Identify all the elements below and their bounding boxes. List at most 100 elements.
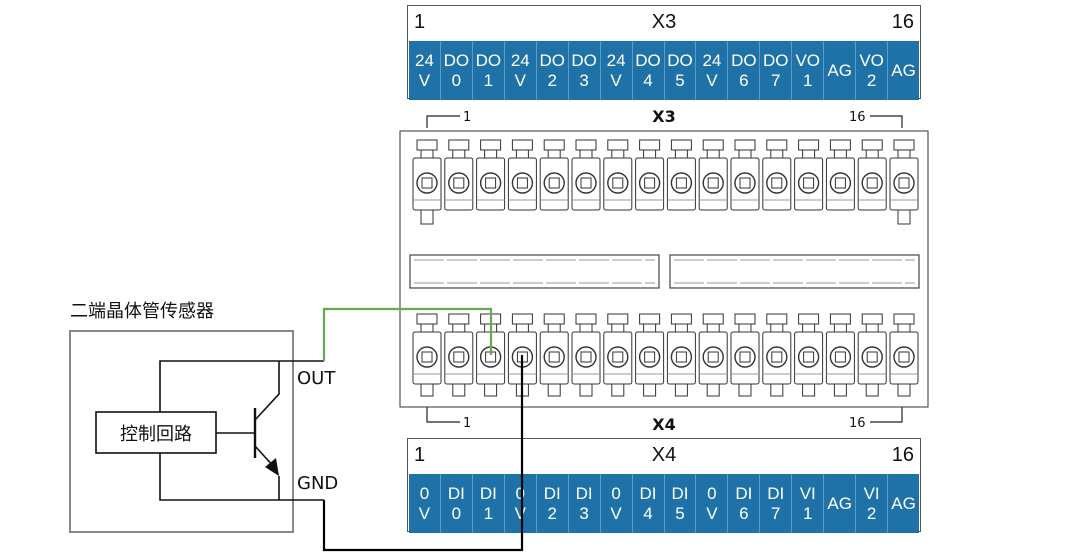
x3-pin-11-line-1: DO <box>731 50 757 70</box>
x3-pin-5-line-2: 2 <box>547 70 557 90</box>
x3-pin-7-line-2: V <box>610 70 622 90</box>
x3-pin-11-line-2: 6 <box>739 70 749 90</box>
x3-pin-6-line-2: 3 <box>579 70 589 90</box>
x4-pin-7-line-2: V <box>610 503 622 523</box>
top-bracket-first-pin: 1 <box>463 110 471 125</box>
x4-terminal-2 <box>444 313 474 397</box>
x4-pin-7-line-1: 0 <box>611 483 621 503</box>
x4-pin-13-line-1: VI <box>799 483 816 503</box>
bottom-bracket-first-pin: 1 <box>463 416 471 431</box>
x4-terminal-9 <box>666 313 696 397</box>
x4-terminal-13 <box>794 313 824 397</box>
x4-pin-12-line-2: 7 <box>771 503 781 523</box>
x3-pin-10-line-2: V <box>706 70 718 90</box>
terminal-top-label: X3 <box>652 107 675 126</box>
top-bracket-last-pin: 16 <box>849 110 866 125</box>
x3-terminal-4 <box>507 139 537 211</box>
gnd-label: GND <box>297 473 338 494</box>
sensor-bottom-wire <box>159 453 324 501</box>
x4-pin-3-line-2: 1 <box>483 503 494 523</box>
x3-pin-15-line-1: VO <box>859 50 884 70</box>
x4-header-top: 1 X4 16 <box>408 439 920 473</box>
x3-terminal-9 <box>666 139 696 211</box>
x3-terminal-11 <box>730 139 760 211</box>
x3-terminal-8 <box>635 139 665 211</box>
x3-pin-4-line-1: 24 <box>510 50 530 70</box>
x4-pin-11-line-1: DI <box>735 483 753 503</box>
x3-pin-12-line-2: 7 <box>771 70 781 90</box>
x4-pin-15-line-2: 2 <box>866 503 877 523</box>
out-wire-to-x4-di1 <box>322 307 493 361</box>
x3-pin-10-line-1: 24 <box>702 50 722 70</box>
bottom-bracket-last-pin: 16 <box>849 416 866 431</box>
x4-pin-16: AG <box>888 474 919 533</box>
x4-pin-9-line-1: DI <box>671 483 689 503</box>
x3-pin-1-line-2: V <box>418 70 431 90</box>
x3-pin-15-line-2: 2 <box>866 70 877 90</box>
x4-terminal-11 <box>730 313 760 397</box>
x3-terminal-10 <box>698 139 728 211</box>
x3-header-last-pin: 16 <box>891 11 914 33</box>
x4-pin-16-line-1: AG <box>891 493 916 513</box>
x3-header-first-pin: 1 <box>414 11 426 33</box>
x3-pin-3-line-1: DO <box>475 50 502 70</box>
x4-terminal-5 <box>539 313 569 397</box>
x3-pin-16: AG <box>888 41 919 100</box>
x3-terminal-2 <box>444 139 474 211</box>
x3-pin-6-line-1: DO <box>571 50 597 70</box>
x4-pin-5-line-1: DI <box>543 483 561 503</box>
x4-terminal-4 <box>507 313 537 397</box>
control-circuit-label: 控制回路 <box>120 424 192 445</box>
x4-pin-10-line-2: V <box>706 503 718 523</box>
terminal-bottom-label: X4 <box>652 415 675 434</box>
x3-header-title: X3 <box>651 11 677 33</box>
sensor-title: 二端晶体管传感器 <box>70 301 214 322</box>
x3-terminal-7 <box>603 139 633 211</box>
x3-pin-12-line-1: DO <box>763 50 789 70</box>
x3-terminal-15 <box>857 139 887 211</box>
x4-pin-11-line-2: 6 <box>739 503 749 523</box>
x3-terminal-1 <box>412 139 442 225</box>
x4-pin-4-line-1: 0 <box>515 483 526 503</box>
x4-pin-8-line-2: 4 <box>643 503 653 523</box>
x3-terminal-5 <box>539 139 569 211</box>
sensor-top-wire <box>159 360 324 412</box>
x3-pin-13-line-2: 1 <box>802 70 813 90</box>
x4-terminal-12 <box>762 313 792 397</box>
x4-pin-2-line-2: 0 <box>451 503 462 523</box>
x3-terminal-3 <box>476 139 506 211</box>
x4-pin-12-line-1: DI <box>767 483 785 503</box>
x4-terminal-8 <box>635 313 665 397</box>
middle-rail <box>409 254 920 289</box>
x3-pin-14: AG <box>824 41 857 100</box>
x4-pin-9-line-2: 5 <box>675 503 685 523</box>
x3-pin-3-line-2: 1 <box>483 70 494 90</box>
x3-terminal-16 <box>889 139 919 225</box>
x3-pin-16-line-1: AG <box>891 60 916 80</box>
x4-terminal-1 <box>412 313 442 397</box>
out-label: OUT <box>297 368 336 389</box>
x4-terminal-7 <box>603 313 633 397</box>
bottom-bracket <box>426 407 903 423</box>
